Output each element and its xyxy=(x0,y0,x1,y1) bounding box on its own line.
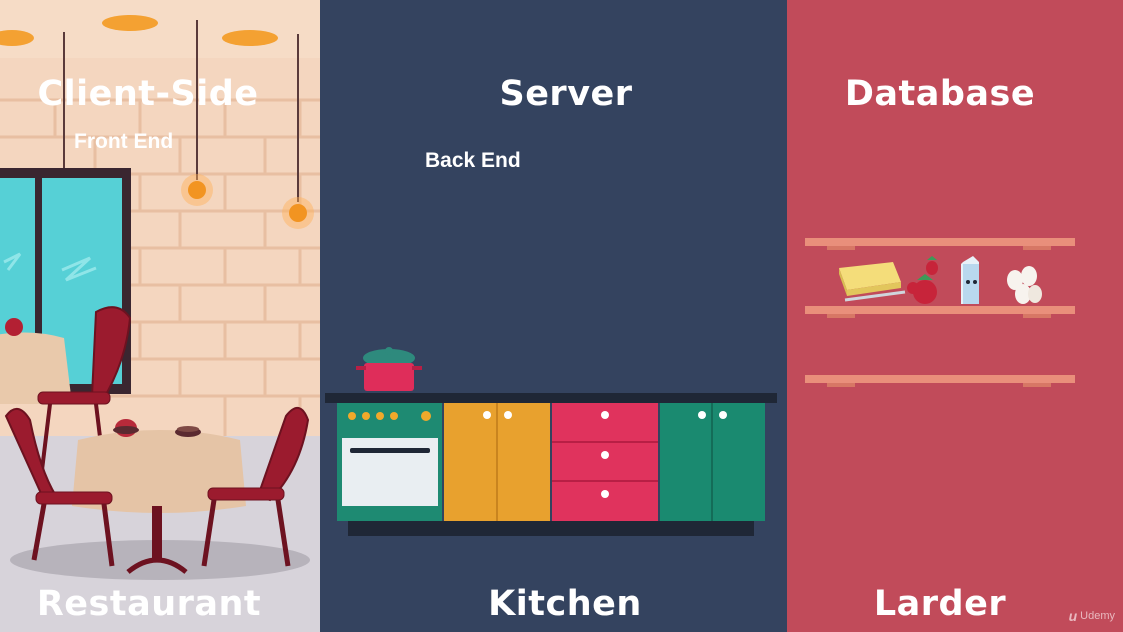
front-end-label: Front End xyxy=(74,130,174,153)
restaurant-panel: Client-Side Front End Restaurant xyxy=(0,0,320,632)
database-title: Database xyxy=(844,74,1036,114)
shelf xyxy=(805,375,1075,387)
larder-illustration xyxy=(805,238,1075,387)
restaurant-illustration xyxy=(0,0,320,632)
kitchen-panel: Server Back End Kitchen xyxy=(320,0,787,632)
shelf xyxy=(805,306,1075,318)
drawers xyxy=(552,403,658,521)
butter-icon xyxy=(839,262,906,302)
kitchen-illustration xyxy=(325,347,777,536)
counter-base xyxy=(348,521,754,536)
u-logo-icon: u xyxy=(1068,608,1078,624)
oven xyxy=(337,403,442,521)
chair xyxy=(201,407,310,567)
larder-label: Larder xyxy=(873,584,1007,624)
server-title: Server xyxy=(499,74,633,114)
pendant-lamp-icon xyxy=(181,20,213,206)
client-side-title: Client-Side xyxy=(37,74,259,114)
table xyxy=(72,419,246,574)
cooking-pot-icon xyxy=(356,347,422,391)
back-end-label: Back End xyxy=(425,149,521,172)
brand-name: Udemy xyxy=(1080,610,1115,622)
milk-carton-icon xyxy=(961,256,979,304)
cabinet xyxy=(660,403,765,521)
eggs-icon xyxy=(1007,266,1042,304)
counter-top xyxy=(325,393,777,403)
chair xyxy=(4,408,115,567)
ceiling-light xyxy=(0,30,34,46)
larder-panel: Database Larder u Udemy xyxy=(787,0,1123,632)
kitchen-label: Kitchen xyxy=(488,584,642,624)
cabinet xyxy=(444,403,550,521)
shelf xyxy=(805,238,1075,250)
restaurant-label: Restaurant xyxy=(36,584,262,624)
ceiling-light xyxy=(102,15,158,31)
udemy-watermark: u Udemy xyxy=(1069,608,1115,624)
strawberry-icon xyxy=(907,256,938,304)
table xyxy=(0,318,72,404)
pendant-lamp-icon xyxy=(282,34,314,229)
ceiling-light xyxy=(222,30,278,46)
